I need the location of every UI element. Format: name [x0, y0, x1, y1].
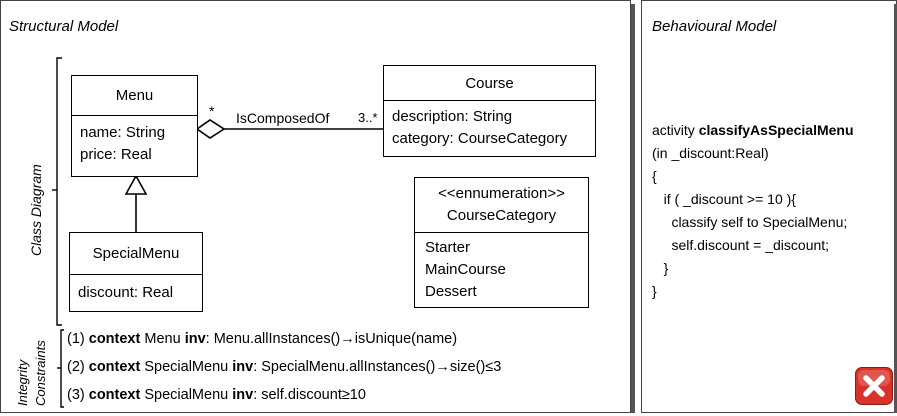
class-diagram-label: Class Diagram	[28, 164, 44, 256]
menu-attribute: name: String	[80, 124, 166, 141]
enum-literal: MainCourse	[425, 261, 506, 278]
behavioural-model-title: Behavioural Model	[652, 18, 777, 35]
activity-code-line: }	[652, 283, 657, 299]
menu-class: Menu name: String price: Real	[71, 75, 198, 177]
activity-name: classifyAsSpecialMenu	[698, 122, 854, 138]
structural-model-title: Structural Model	[9, 18, 119, 35]
course-category-enum: <<ennumeration>> CourseCategory Starter …	[414, 177, 589, 308]
activity-header: activity classifyAsSpecialMenu	[652, 122, 854, 138]
activity-code-line: }	[652, 260, 669, 276]
multiplicity-target: 3..*	[358, 110, 378, 125]
enum-literal: Starter	[425, 239, 471, 256]
constraints-label: Constraints	[33, 340, 48, 406]
course-attribute: category: CourseCategory	[392, 130, 568, 147]
special-menu-class-name: SpecialMenu	[70, 233, 202, 275]
panel-shadow	[894, 4, 897, 413]
special-menu-class: SpecialMenu discount: Real	[69, 232, 203, 312]
special-menu-attribute: discount: Real	[78, 284, 174, 301]
activity-code-line: {	[652, 168, 657, 184]
enum-name: CourseCategory	[446, 207, 557, 224]
integrity-constraint: (3) context SpecialMenu inv: self.discou…	[67, 387, 366, 403]
activity-code-line: (in _discount:Real)	[652, 145, 769, 161]
course-class: Course description: String category: Cou…	[383, 65, 596, 157]
close-icon[interactable]	[855, 367, 893, 405]
activity-code-line: if ( _discount >= 10 ){	[652, 191, 796, 207]
behavioural-model-panel	[641, 0, 897, 413]
enum-stereotype: <<ennumeration>>	[438, 185, 565, 202]
integrity-label: Integrity	[15, 359, 30, 406]
course-class-name: Course	[384, 66, 595, 101]
association-name: IsComposedOf	[236, 110, 330, 126]
integrity-constraint: (1) context Menu inv: Menu.allInstances(…	[67, 331, 458, 347]
menu-attribute: price: Real	[80, 146, 152, 163]
enum-literal: Dessert	[425, 283, 477, 300]
integrity-constraint: (2) context SpecialMenu inv: SpecialMenu…	[67, 359, 502, 375]
panel-shadow	[631, 4, 635, 413]
activity-code-line: classify self to SpecialMenu;	[652, 214, 848, 230]
course-attribute: description: String	[392, 108, 513, 125]
activity-code-line: self.discount = _discount;	[652, 237, 830, 253]
menu-class-name: Menu	[72, 76, 197, 116]
multiplicity-source: *	[209, 103, 215, 119]
